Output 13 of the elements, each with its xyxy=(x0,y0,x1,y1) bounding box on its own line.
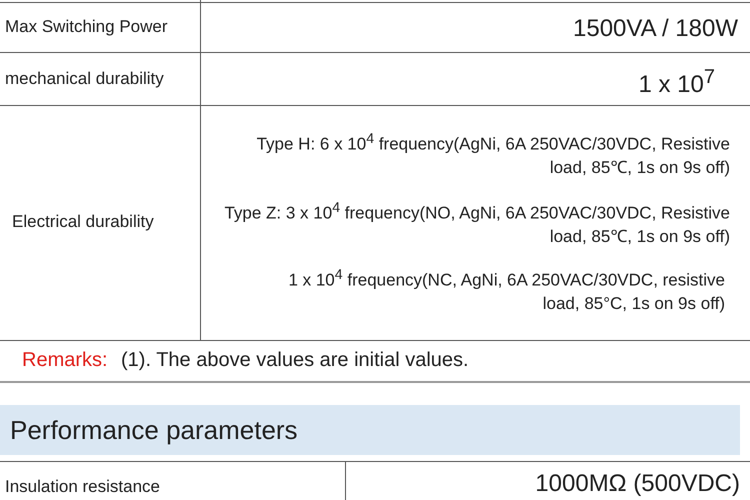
note-text: (1). The above values are initial values. xyxy=(121,349,469,372)
value-text: 1000MΩ (500VDC) xyxy=(535,470,740,498)
row-label: Max Switching Power xyxy=(5,17,168,37)
remarks-label: Remarks: xyxy=(22,349,108,372)
row-label: mechanical durability xyxy=(5,69,164,89)
row-label: Electrical durability xyxy=(12,212,154,232)
value-text: 1 x 10$^{4}$ frequency(NC, AgNi, 6A 250VAC/30VDC, resistive load, 85°C, 1s on 9s off) xyxy=(287,266,725,315)
value-text: Type Z: 3 x 10$^{4}$ frequency(NO, AgNi, 6A 250VAC/30VDC, Resistive load, 85℃, 1s on 9s off) xyxy=(223,199,730,248)
value-text: 1500VA / 180W xyxy=(573,15,738,43)
row-label: Insulation resistance xyxy=(5,477,160,497)
value-text: 1 x 10$^{7}$ xyxy=(638,66,715,99)
value-text: Type H: 6 x 10$^{4}$ frequency(AgNi, 6A 250VAC/30VDC, Resistive load, 85℃, 1s on 9s off) xyxy=(256,130,730,179)
section-heading: Performance parameters xyxy=(0,405,740,455)
